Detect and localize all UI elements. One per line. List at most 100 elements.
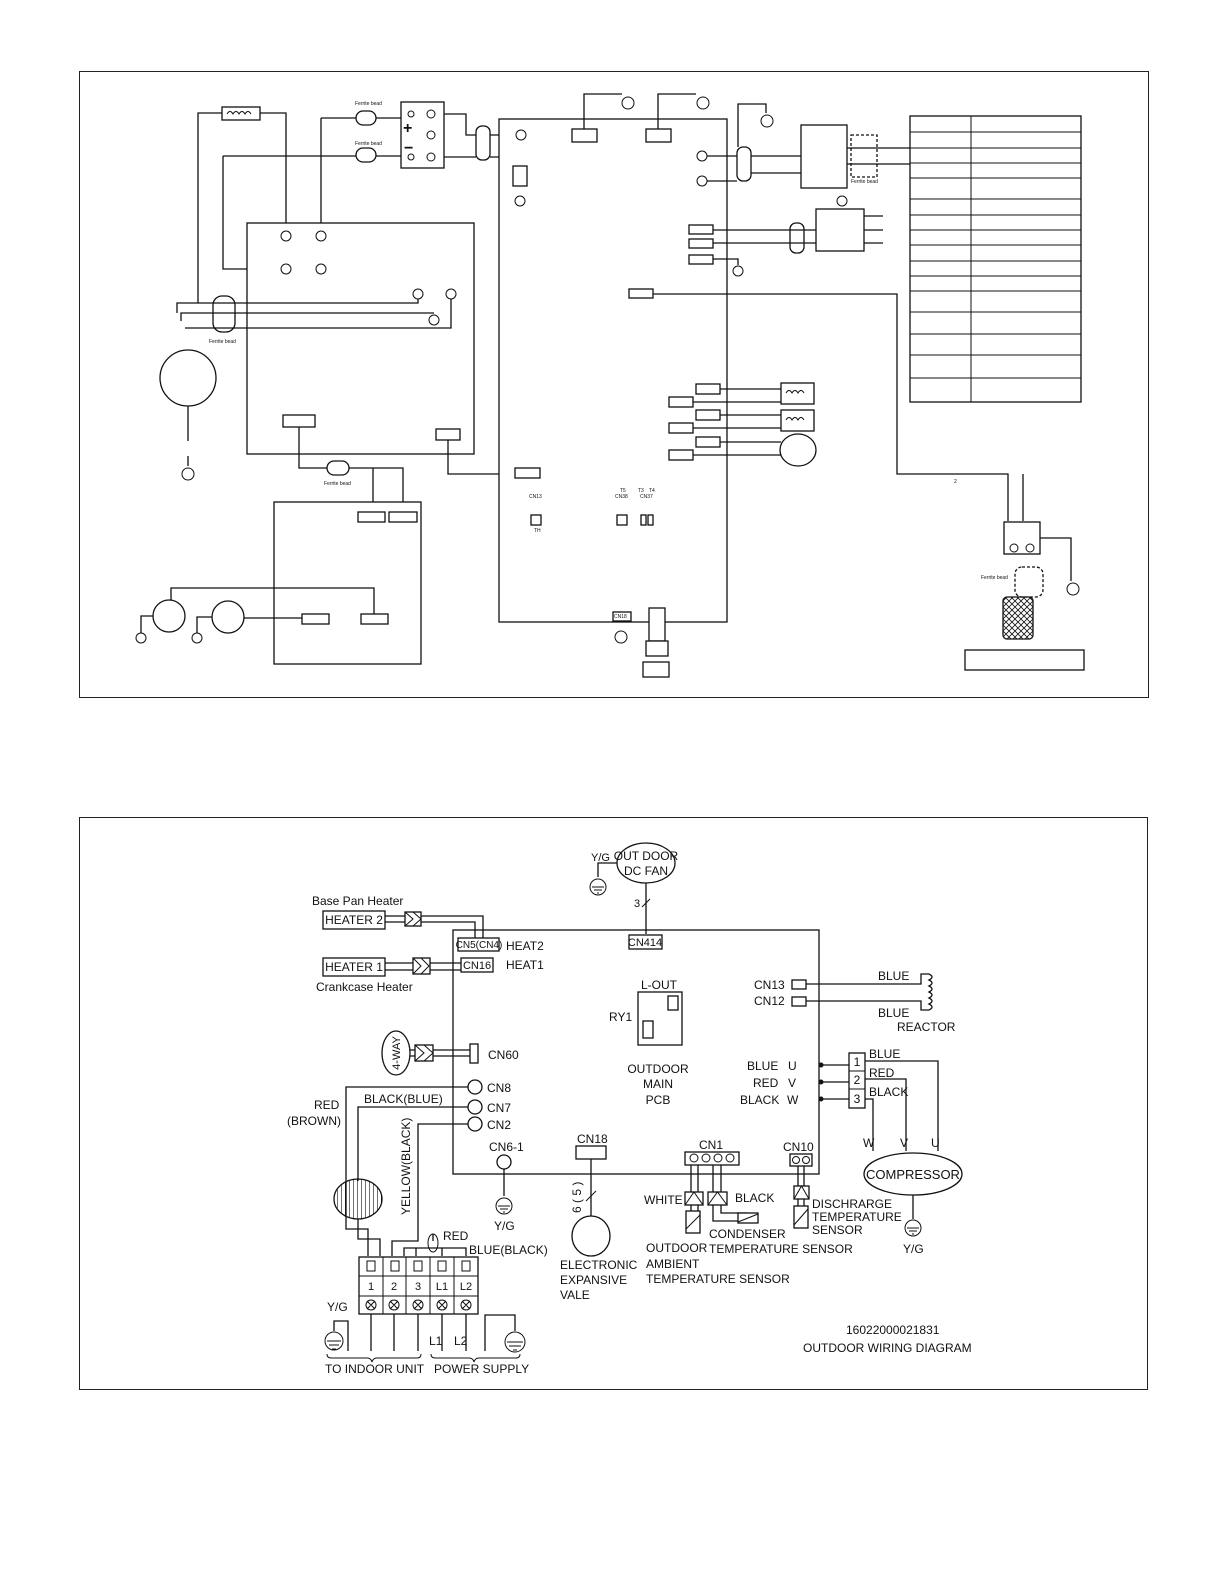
- top-wiring-panel: Ferrite bead Ferrite bead + − Ferrite be…: [79, 71, 1149, 698]
- yellow-black-wire-label: YELLOW(BLACK): [399, 1118, 413, 1215]
- ambient-line1: OUTDOOR: [646, 1241, 708, 1255]
- ground-icon: [191, 632, 203, 644]
- cn414-connector: [628, 934, 663, 950]
- diagram-title: OUTDOOR WIRING DIAGRAM: [803, 1341, 972, 1355]
- cn7-terminal: [467, 1099, 483, 1115]
- comp-wire-red: RED: [869, 1066, 895, 1080]
- fan-label-line1: OUT DOOR: [614, 849, 679, 863]
- ferrite-label: Ferrite bead: [355, 141, 382, 147]
- svg-text:+: +: [403, 120, 412, 137]
- comp-wire-blue: BLUE: [869, 1047, 900, 1061]
- ry1-label: RY1: [609, 1010, 632, 1024]
- pcb-tag: T3: [638, 488, 644, 494]
- terminal-block: [1003, 521, 1041, 555]
- motor-v-label: V: [900, 1136, 908, 1150]
- red2-wire-label: RED: [443, 1229, 469, 1243]
- to-indoor-unit-label: TO INDOOR UNIT: [325, 1362, 425, 1376]
- pcb-tag: T5: [620, 488, 626, 494]
- cn7-label: CN7: [487, 1101, 511, 1115]
- heater1-box: [322, 957, 386, 977]
- v-label: V: [788, 1076, 796, 1090]
- ferrite-label: Ferrite bead: [209, 339, 236, 345]
- pin2-label: 2: [854, 1073, 861, 1087]
- top-wiring-svg: Ferrite bead Ferrite bead + − Ferrite be…: [135, 93, 1085, 678]
- legend-table: [909, 115, 1082, 403]
- terminal-3-label: 3: [415, 1281, 421, 1293]
- ferrite-bead-icon: [736, 146, 752, 182]
- pcb-label-line2: MAIN: [643, 1077, 673, 1091]
- wire-count-label: 2: [954, 479, 957, 485]
- heater1-label: HEATER 1: [325, 960, 383, 974]
- ground-icon: [1066, 582, 1080, 596]
- heater2-label: HEATER 2: [325, 913, 383, 927]
- ground-icon: [135, 632, 147, 644]
- compressor-motor-icon: [159, 349, 217, 407]
- motor-u-label: U: [931, 1136, 940, 1150]
- blue-u-label: BLUE: [747, 1059, 778, 1073]
- white-wire-label: WHITE: [644, 1193, 683, 1207]
- red-wire-label: RED: [314, 1098, 340, 1112]
- cn414-label: CN414: [628, 937, 662, 949]
- terminal-1-label: 1: [368, 1281, 374, 1293]
- eev-line1: ELECTRONIC: [560, 1258, 638, 1272]
- ground-icon: [760, 114, 774, 128]
- cn13-label: CN13: [754, 978, 785, 992]
- pcb-tag: CN18: [614, 614, 627, 620]
- cn5-connector: [457, 937, 500, 952]
- cn16-label: CN16: [463, 960, 491, 972]
- ground-icon: [504, 1331, 526, 1353]
- cn1-connector: [684, 1151, 740, 1166]
- ferrite-ring-icon: [333, 1178, 383, 1220]
- ferrite-bead-icon: [326, 460, 350, 476]
- four-way-valve-icon: [381, 1030, 411, 1076]
- ferrite-bead-icon: [475, 125, 491, 161]
- power-supply-label: POWER SUPPLY: [434, 1362, 529, 1376]
- ferrite-label: Ferrite bead: [324, 481, 351, 487]
- cn10-connector: [789, 1153, 813, 1167]
- power-cable-icon: [1002, 596, 1034, 640]
- part-number: 16022000021831: [846, 1323, 940, 1337]
- pcb-label-line3: PCB: [646, 1093, 671, 1107]
- discharge-line3: SENSOR: [812, 1223, 863, 1237]
- compressor-label: COMPRESSOR: [866, 1167, 960, 1182]
- fan-label-line2: DC FAN: [624, 864, 668, 878]
- ferrite-label: Ferrite bead: [981, 575, 1008, 581]
- pcb-label-line1: OUTDOOR: [627, 1062, 689, 1076]
- pcb-tag: T4: [649, 488, 655, 494]
- ground-icon: [324, 1331, 344, 1351]
- u-label: U: [788, 1059, 797, 1073]
- terminal-block: [815, 208, 865, 252]
- red-v-label: RED: [753, 1076, 779, 1090]
- heat1-tag: HEAT1: [506, 958, 544, 972]
- motor-w-label: W: [863, 1136, 875, 1150]
- eev-coil-icon: [571, 1215, 611, 1257]
- terminal-l1-label: L1: [436, 1281, 448, 1293]
- cn16-connector: [460, 957, 494, 973]
- black-wire-label: BLACK: [735, 1191, 774, 1205]
- bottom-l2-label: L2: [454, 1334, 468, 1348]
- pcb-tag: CN38: [615, 494, 628, 500]
- cn12-label: CN12: [754, 994, 785, 1008]
- four-way-label: 4-WAY: [391, 1036, 403, 1070]
- cn60-label: CN60: [488, 1048, 519, 1062]
- ground-icon: [696, 96, 710, 110]
- compressor-connector: [848, 1052, 866, 1109]
- valve-coil-icon: [779, 433, 817, 467]
- black-blue-wire-label: BLACK(BLUE): [364, 1092, 443, 1106]
- ground-icon: [589, 878, 607, 896]
- terminal-block: [800, 124, 848, 189]
- fan-motor-icon: [211, 600, 245, 634]
- fan-wire-count: 3: [634, 898, 640, 910]
- connector-plug-icon: [793, 1185, 810, 1200]
- cn8-label: CN8: [487, 1081, 511, 1095]
- cn61-label: CN6-1: [489, 1140, 524, 1154]
- compressor-ground-label: Y/G: [903, 1242, 924, 1256]
- cn1-label: CN1: [699, 1138, 723, 1152]
- ambient-line2: AMBIENT: [646, 1257, 700, 1271]
- ground-icon: [904, 1219, 922, 1237]
- terminal-2-label: 2: [391, 1281, 397, 1293]
- base-pan-heater-title: Base Pan Heater: [312, 894, 403, 908]
- outdoor-main-pcb: [452, 929, 820, 1175]
- ferrite-label: Ferrite bead: [355, 101, 382, 107]
- discharge-line1: DISCHRARGE: [812, 1197, 892, 1211]
